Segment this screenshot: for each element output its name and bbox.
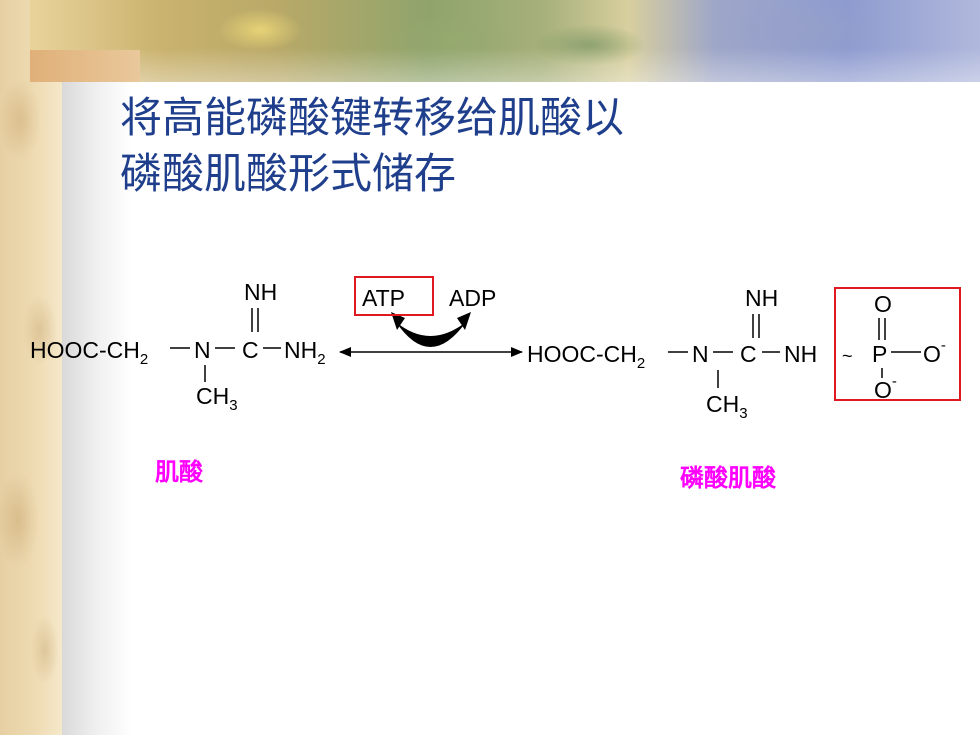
creatine-name-label: 肌酸 bbox=[155, 458, 203, 486]
product-hooc-ch: HOOC-CH2 bbox=[527, 341, 645, 372]
phosphate-p: P bbox=[872, 341, 887, 367]
atp-adp-curved-arrow-body bbox=[396, 322, 466, 347]
title-line-1: 将高能磷酸键转移给肌酸以 bbox=[120, 93, 625, 142]
product-ch3: CH3 bbox=[706, 391, 748, 422]
phosphate-o-right: O- bbox=[923, 337, 946, 367]
creatine-nh2: NH2 bbox=[284, 337, 326, 368]
creatine-nh-top: NH bbox=[244, 279, 277, 305]
adp-label: ADP bbox=[449, 285, 496, 311]
creatine-structure: HOOC-CH2 N C NH NH2 CH3 bbox=[30, 279, 326, 414]
phosphate-o-top: O bbox=[874, 291, 892, 317]
phosphate-highlight-box bbox=[834, 287, 961, 401]
left-decor-strip bbox=[0, 0, 62, 735]
creatine-ch3: CH3 bbox=[196, 383, 238, 414]
atp-highlight-box bbox=[354, 276, 434, 316]
reaction-arrow: ATP ADP bbox=[339, 276, 523, 357]
phosphate-o-bottom: O- bbox=[874, 373, 897, 403]
top-decor-banner bbox=[30, 0, 980, 82]
product-nh-top: NH bbox=[745, 285, 778, 311]
high-energy-bond-tilde: ~ bbox=[842, 346, 853, 366]
adp-arrowhead bbox=[457, 312, 471, 330]
atp-arrowhead bbox=[391, 312, 405, 330]
creatine-hooc-ch: HOOC-CH2 bbox=[30, 337, 148, 368]
title-line-2: 磷酸肌酸形式储存 bbox=[120, 149, 457, 198]
creatine-n: N bbox=[194, 337, 211, 363]
atp-label: ATP bbox=[362, 285, 405, 311]
slide-title: 将高能磷酸键转移给肌酸以 磷酸肌酸形式储存 bbox=[120, 90, 880, 202]
creatine-c: C bbox=[242, 337, 259, 363]
phosphocreatine-name-label: 磷酸肌酸 bbox=[680, 464, 776, 492]
strip-shadow bbox=[62, 0, 132, 735]
banner-fade bbox=[30, 48, 980, 82]
banner-left-cap bbox=[30, 50, 140, 82]
product-nh-link: NH bbox=[784, 341, 817, 367]
product-n: N bbox=[692, 341, 709, 367]
phosphocreatine-structure: HOOC-CH2 N C NH NH CH3 ~ O P O- O- bbox=[527, 285, 961, 422]
product-c: C bbox=[740, 341, 757, 367]
